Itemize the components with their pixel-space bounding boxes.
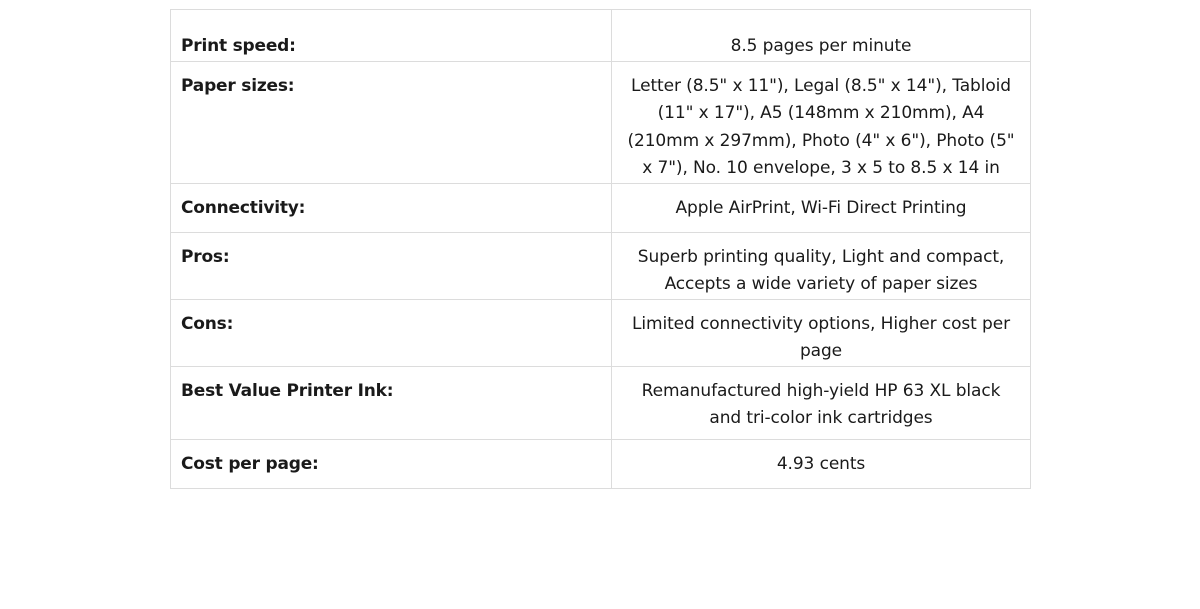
spec-value: Superb printing quality, Light and compa…	[611, 231, 1031, 300]
spec-value: Letter (8.5" x 11"), Legal (8.5" x 14"),…	[611, 60, 1031, 184]
table-row: Cost per page: 4.93 cents	[170, 438, 1031, 489]
spec-label: Cons:	[170, 298, 612, 367]
spec-label: Connectivity:	[170, 182, 612, 233]
spec-value: 4.93 cents	[611, 438, 1031, 489]
table-row: Connectivity: Apple AirPrint, Wi-Fi Dire…	[170, 182, 1031, 233]
spec-label: Print speed:	[170, 9, 612, 62]
spec-value: Limited connectivity options, Higher cos…	[611, 298, 1031, 367]
table-row: Cons: Limited connectivity options, High…	[170, 298, 1031, 367]
table-row: Pros: Superb printing quality, Light and…	[170, 231, 1031, 300]
spec-table: Print speed: 8.5 pages per minute Paper …	[170, 9, 1031, 489]
spec-label: Paper sizes:	[170, 60, 612, 184]
spec-value: Apple AirPrint, Wi-Fi Direct Printing	[611, 182, 1031, 233]
spec-value: Remanufactured high-yield HP 63 XL black…	[611, 365, 1031, 440]
table-row: Print speed: 8.5 pages per minute	[170, 9, 1031, 62]
spec-value: 8.5 pages per minute	[611, 9, 1031, 62]
spec-label: Pros:	[170, 231, 612, 300]
spec-label: Cost per page:	[170, 438, 612, 489]
table-row: Paper sizes: Letter (8.5" x 11"), Legal …	[170, 60, 1031, 184]
spec-label: Best Value Printer Ink:	[170, 365, 612, 440]
table-row: Best Value Printer Ink: Remanufactured h…	[170, 365, 1031, 440]
